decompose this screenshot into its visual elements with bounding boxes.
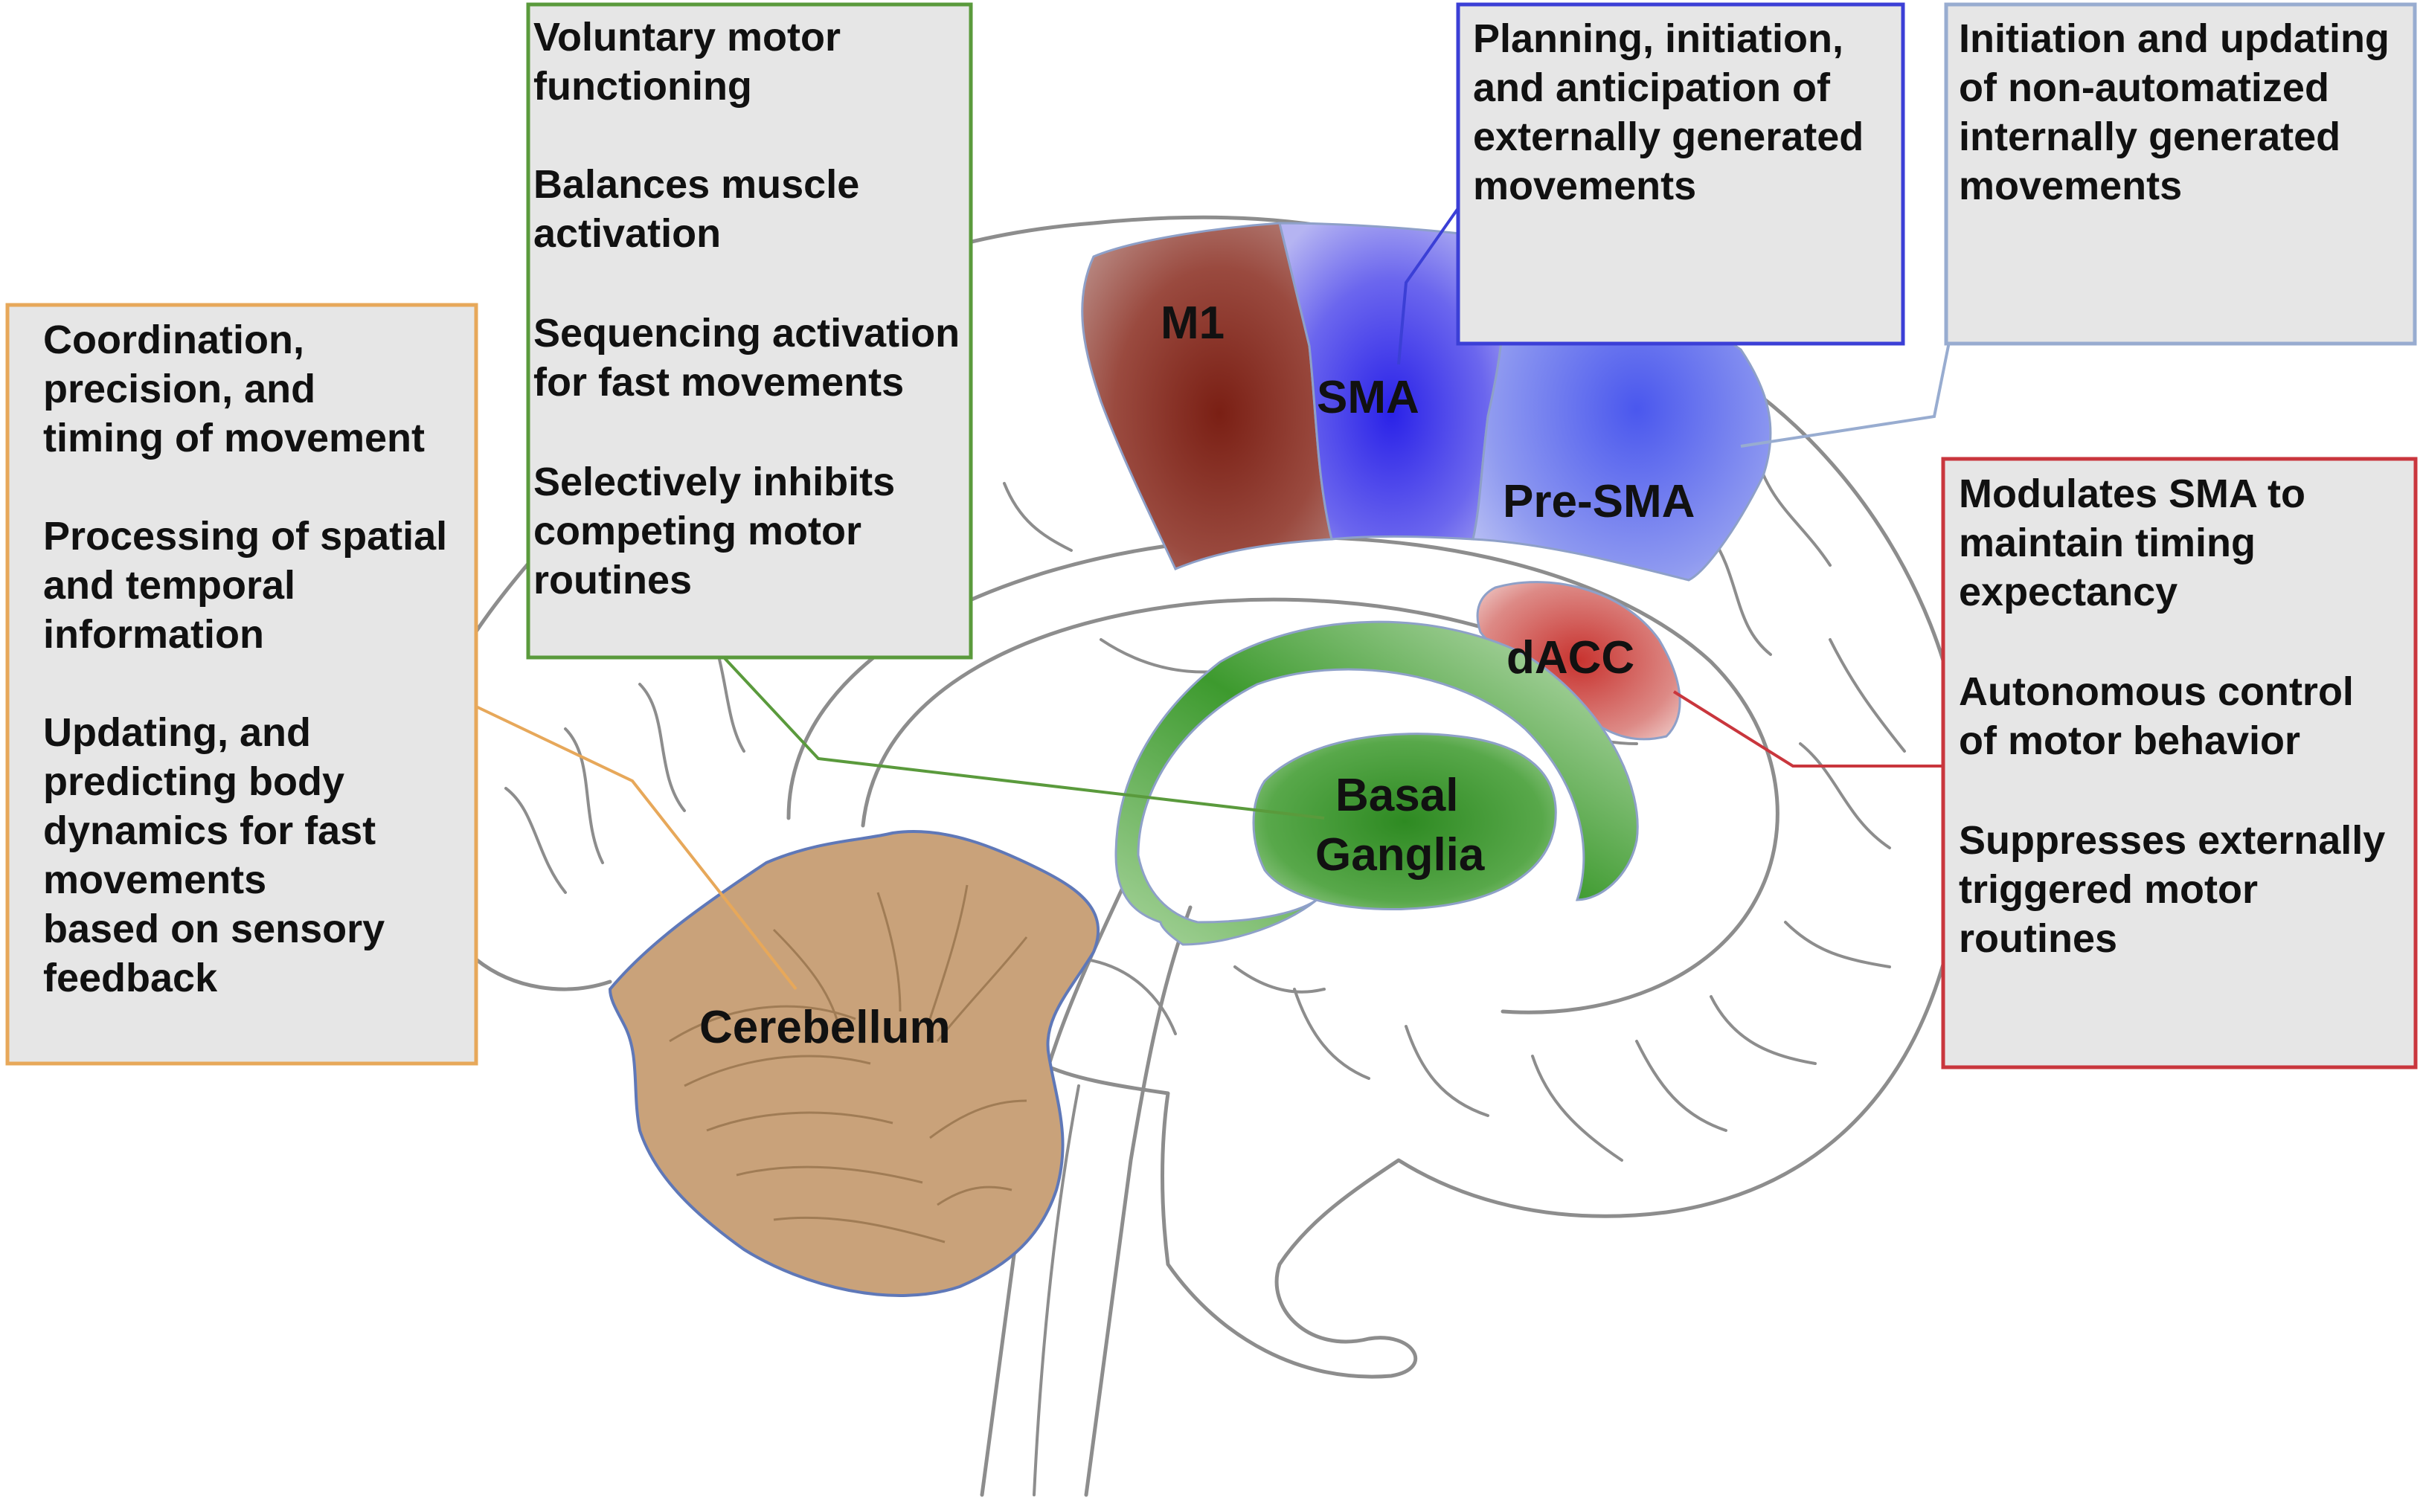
- dacc-function-box: Modulates SMA to maintain timing expecta…: [1941, 457, 2418, 1069]
- box-line: feedback: [43, 956, 218, 1000]
- box-line: based on sensory: [43, 907, 385, 951]
- region-dacc: [1476, 581, 1681, 741]
- box-line: Autonomous control: [1959, 669, 2354, 714]
- cerebellum-folia: [669, 884, 1028, 1244]
- box-line: Initiation and updating: [1959, 16, 2390, 61]
- box-line: Processing of spatial: [43, 514, 447, 559]
- presma-function-box: Initiation and updating of non-automatiz…: [1944, 2, 2417, 346]
- basal-ganglia-label-line2: Ganglia: [1315, 829, 1485, 881]
- box-line: Updating, and: [43, 710, 311, 755]
- box-line: and anticipation of: [1473, 65, 1831, 110]
- box-line: triggered motor: [1959, 867, 2258, 912]
- region-basal-ganglia-arc: [1114, 620, 1639, 946]
- box-line: activation: [533, 211, 721, 256]
- presma-label: Pre-SMA: [1503, 476, 1695, 527]
- region-cerebellum: [608, 830, 1100, 1297]
- box-line: Suppresses externally: [1959, 818, 2385, 863]
- box-line: internally generated: [1959, 115, 2340, 159]
- connector-presma: [1740, 341, 1951, 448]
- connector-cerebellum: [475, 705, 797, 991]
- box-line: externally generated: [1473, 115, 1864, 159]
- box-line: for fast movements: [533, 360, 904, 405]
- basal-ganglia-function-box: Voluntary motor functioning Balances mus…: [526, 2, 973, 660]
- box-line: information: [43, 612, 264, 657]
- region-basal-ganglia: [1252, 733, 1557, 911]
- region-m1: [1081, 222, 1333, 570]
- box-line: maintain timing: [1959, 521, 2256, 565]
- box-line: Sequencing activation: [533, 311, 960, 356]
- box-line: predicting body: [43, 759, 344, 804]
- box-line: movements: [1959, 164, 2182, 208]
- box-line: Coordination,: [43, 318, 304, 362]
- box-line: routines: [533, 558, 692, 602]
- box-line: expectancy: [1959, 570, 2178, 614]
- box-line: of non-automatized: [1959, 65, 2329, 110]
- box-line: Selectively inhibits: [533, 460, 895, 504]
- basal-ganglia-label-line1: Basal: [1335, 770, 1458, 821]
- box-line: movements: [1473, 164, 1696, 208]
- dacc-label: dACC: [1506, 632, 1634, 683]
- box-line: and temporal: [43, 563, 295, 608]
- connector-basal-ganglia: [713, 646, 1325, 820]
- connector-dacc: [1672, 690, 1942, 768]
- box-line: dynamics for fast: [43, 808, 376, 853]
- box-line: Balances muscle: [533, 162, 859, 207]
- connector-sma: [1397, 207, 1460, 365]
- box-line: competing motor: [533, 509, 861, 553]
- box-line: timing of movement: [43, 416, 425, 460]
- box-line: Planning, initiation,: [1473, 16, 1843, 61]
- box-line: routines: [1959, 916, 2117, 961]
- box-line: of motor behavior: [1959, 718, 2300, 763]
- cerebellum-function-box: Coordination, precision, and timing of m…: [5, 303, 478, 1066]
- box-line: precision, and: [43, 367, 315, 411]
- box-line: movements: [43, 858, 266, 902]
- sma-label: SMA: [1317, 372, 1419, 423]
- box-line: Voluntary motor: [533, 15, 841, 59]
- m1-label: M1: [1161, 297, 1225, 349]
- sma-function-box: Planning, initiation, and anticipation o…: [1456, 2, 1905, 346]
- cerebellum-label: Cerebellum: [699, 1002, 951, 1053]
- box-line: functioning: [533, 64, 752, 109]
- box-line: Modulates SMA to: [1959, 472, 2305, 516]
